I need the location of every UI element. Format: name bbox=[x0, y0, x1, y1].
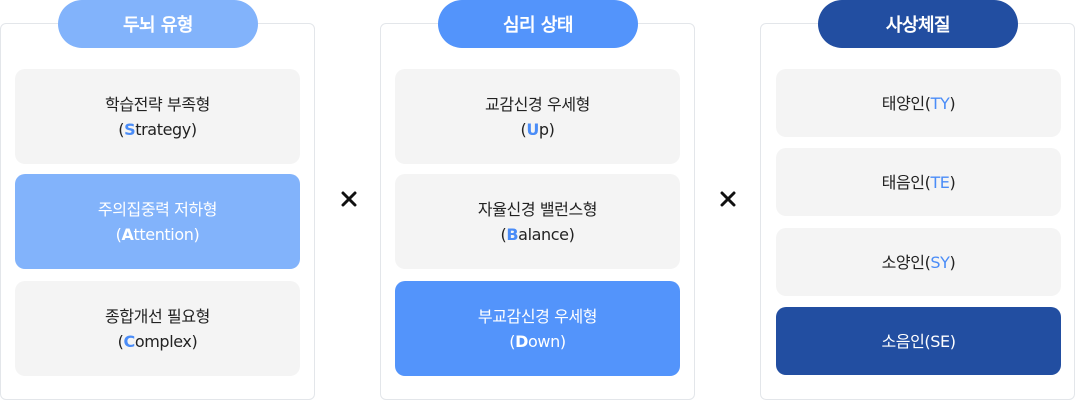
card-korean-label: 소음인 bbox=[881, 331, 925, 351]
card-english-rest: ttention bbox=[133, 224, 194, 244]
card-korean-label: 종합개선 필요형 bbox=[105, 306, 210, 326]
card-up: 교감신경 우세형 (Up) bbox=[395, 69, 680, 164]
card-english-label: (Complex) bbox=[117, 331, 198, 351]
card-down: 부교감신경 우세형 (Down) bbox=[395, 281, 680, 376]
card-english-label: (Balance) bbox=[500, 224, 575, 244]
card-key-letter: SE bbox=[930, 331, 950, 351]
times-icon bbox=[337, 187, 361, 211]
card-english-rest: trategy bbox=[135, 119, 191, 139]
card-korean-label: 태음인 bbox=[881, 172, 925, 192]
header-psych-state: 심리 상태 bbox=[438, 0, 638, 48]
card-korean-label: 자율신경 밸런스형 bbox=[477, 199, 598, 219]
card-english-label: (Up) bbox=[520, 119, 555, 139]
card-key-letter: SY bbox=[930, 252, 950, 272]
card-attention: 주의집중력 저하형 (Attention) bbox=[15, 174, 300, 269]
card-korean-label: 소양인 bbox=[881, 252, 925, 272]
card-label: 태음인(TE) bbox=[881, 172, 956, 192]
card-label: 소양인(SY) bbox=[881, 252, 956, 272]
card-korean-label: 주의집중력 저하형 bbox=[97, 199, 218, 219]
card-key-letter: TE bbox=[930, 172, 950, 192]
card-strategy: 학습전략 부족형 (Strategy) bbox=[15, 69, 300, 164]
card-english-label: (Attention) bbox=[115, 224, 200, 244]
header-constitution: 사상체질 bbox=[818, 0, 1018, 48]
card-english-rest: omplex bbox=[134, 331, 192, 351]
card-soeum: 소음인(SE) bbox=[776, 307, 1061, 375]
card-korean-label: 태양인 bbox=[881, 93, 925, 113]
card-key-letter: U bbox=[526, 119, 539, 139]
card-english-label: (Down) bbox=[509, 331, 566, 351]
card-english-rest: own bbox=[528, 331, 560, 351]
card-complex: 종합개선 필요형 (Complex) bbox=[15, 281, 300, 376]
card-balance: 자율신경 밸런스형 (Balance) bbox=[395, 174, 680, 269]
card-taeeum: 태음인(TE) bbox=[776, 148, 1061, 216]
card-korean-label: 부교감신경 우세형 bbox=[477, 306, 598, 326]
card-english-rest: alance bbox=[518, 224, 569, 244]
card-key-letter: B bbox=[506, 224, 519, 244]
card-key-letter: C bbox=[123, 331, 136, 351]
card-english-rest: p bbox=[538, 119, 549, 139]
card-key-letter: S bbox=[124, 119, 136, 139]
card-key-letter: TY bbox=[930, 93, 950, 113]
card-taeyang: 태양인(TY) bbox=[776, 69, 1061, 137]
card-label: 소음인(SE) bbox=[881, 331, 956, 351]
card-label: 태양인(TY) bbox=[881, 93, 956, 113]
card-korean-label: 학습전략 부족형 bbox=[105, 94, 210, 114]
card-key-letter: A bbox=[121, 224, 134, 244]
times-icon bbox=[716, 187, 740, 211]
card-key-letter: D bbox=[515, 331, 529, 351]
card-english-label: (Strategy) bbox=[118, 119, 197, 139]
header-brain-type: 두뇌 유형 bbox=[58, 0, 258, 48]
card-korean-label: 교감신경 우세형 bbox=[485, 94, 590, 114]
card-soyang: 소양인(SY) bbox=[776, 228, 1061, 296]
